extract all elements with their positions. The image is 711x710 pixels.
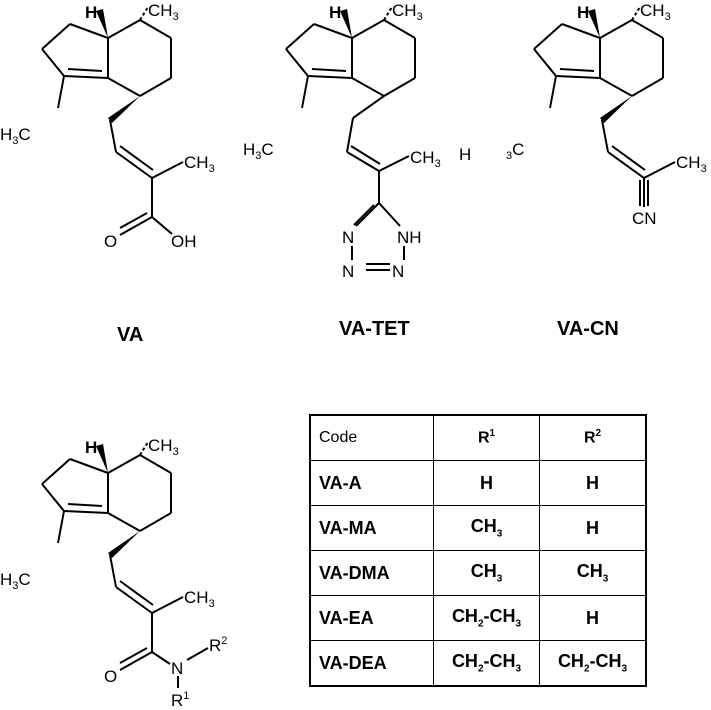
va-cn-structure: CH3 H 3C CH3 CN VA-CN [506, 1, 707, 340]
amide-n: N [171, 659, 183, 678]
va-tet-nh: NH [397, 228, 422, 247]
code-va-ea: VA-EA [309, 595, 434, 641]
svg-text:CH3: CH3 [148, 436, 179, 458]
svg-text:R2: R2 [209, 635, 227, 655]
r1-cell: CH2-CH3 [433, 595, 540, 641]
r1-cell: CH2-CH3 [433, 640, 540, 687]
svg-text:CH3: CH3 [148, 1, 179, 23]
svg-text:H3C: H3C [243, 140, 274, 162]
svg-text:R1: R1 [171, 690, 189, 710]
header-code: Code [309, 414, 434, 461]
amide-ch3-side: CH [184, 588, 209, 607]
code-va-dma: VA-DMA [309, 550, 434, 596]
svg-text:H3C: H3C [0, 125, 31, 147]
va-tet-stray-h: H [459, 145, 471, 164]
svg-text:H3C: H3C [0, 570, 31, 592]
va-name: VA [117, 324, 143, 346]
amide-structure: CH3 H H3C CH3 O N R2 R1 [0, 436, 227, 710]
svg-text:CH3: CH3 [392, 1, 423, 23]
r2-cell: H [539, 595, 647, 641]
va-tet-h-fused: H [329, 3, 341, 22]
table-header-row: Code R1 R2 [309, 414, 647, 461]
amide-r1: R [171, 691, 183, 710]
r1-cell: CH3 [433, 505, 540, 551]
code-va-a: VA-A [309, 460, 434, 506]
svg-text:CH3: CH3 [640, 1, 671, 23]
svg-text:CH3: CH3 [184, 588, 215, 610]
va-tet-n-a: N [342, 228, 354, 247]
amide-r2: R [209, 636, 221, 655]
table-row: VA-DEA CH2-CH3 CH2-CH3 [309, 640, 647, 687]
va-cn-cn: CN [632, 209, 657, 228]
svg-text:CH3: CH3 [676, 153, 707, 175]
va-ch3-side: CH [184, 153, 209, 172]
va-cn-h3c-c: C [512, 140, 524, 159]
va-h-fused: H [85, 3, 97, 22]
r2-cell: H [539, 460, 647, 506]
code-va-dea: VA-DEA [309, 640, 434, 687]
code-va-ma: VA-MA [309, 505, 434, 551]
amide-carbonyl-o: O [104, 667, 117, 686]
r2-cell: CH2-CH3 [539, 640, 647, 687]
amide-h3c-h: H [0, 570, 12, 589]
substituent-table: Code R1 R2 VA-A H H VA-MA CH3 H VA-DMA C… [309, 414, 647, 687]
svg-text:CH3: CH3 [410, 148, 441, 170]
va-carbonyl-o: O [104, 232, 117, 251]
va-tet-name: VA-TET [339, 318, 410, 340]
va-tet-h3c-h: H [243, 140, 255, 159]
va-cn-ch3-side: CH [676, 153, 701, 172]
svg-text:CH3: CH3 [184, 153, 215, 175]
va-tet-structure: CH3 H H3C CH3 H N NH N N VA-TET [243, 1, 471, 340]
header-r2: R2 [539, 414, 647, 461]
va-h3c-h: H [0, 125, 12, 144]
table-row: VA-A H H [309, 460, 647, 506]
r1-cell: H [433, 460, 540, 506]
va-ch3-top: CH [148, 1, 173, 20]
va-cn-ch3-top: CH [640, 1, 665, 20]
va-cn-h-fused: H [577, 3, 589, 22]
table-row: VA-MA CH3 H [309, 505, 647, 551]
header-r1: R1 [433, 414, 540, 461]
va-oh: OH [171, 232, 197, 251]
va-structure: CH3 H H3C CH3 O OH VA [0, 1, 215, 346]
svg-text:3C: 3C [506, 140, 524, 162]
va-tet-ch3-top: CH [392, 1, 417, 20]
va-tet-n-b: N [342, 262, 354, 281]
amide-ch3-top: CH [148, 436, 173, 455]
amide-h-fused: H [85, 438, 97, 457]
va-cn-name: VA-CN [557, 318, 619, 340]
r2-cell: CH3 [539, 550, 647, 596]
r2-cell: H [539, 505, 647, 551]
r1-cell: CH3 [433, 550, 540, 596]
va-tet-ch3-side: CH [410, 148, 435, 167]
table-row: VA-EA CH2-CH3 H [309, 595, 647, 641]
va-tet-n-c: N [392, 262, 404, 281]
table-row: VA-DMA CH3 CH3 [309, 550, 647, 596]
